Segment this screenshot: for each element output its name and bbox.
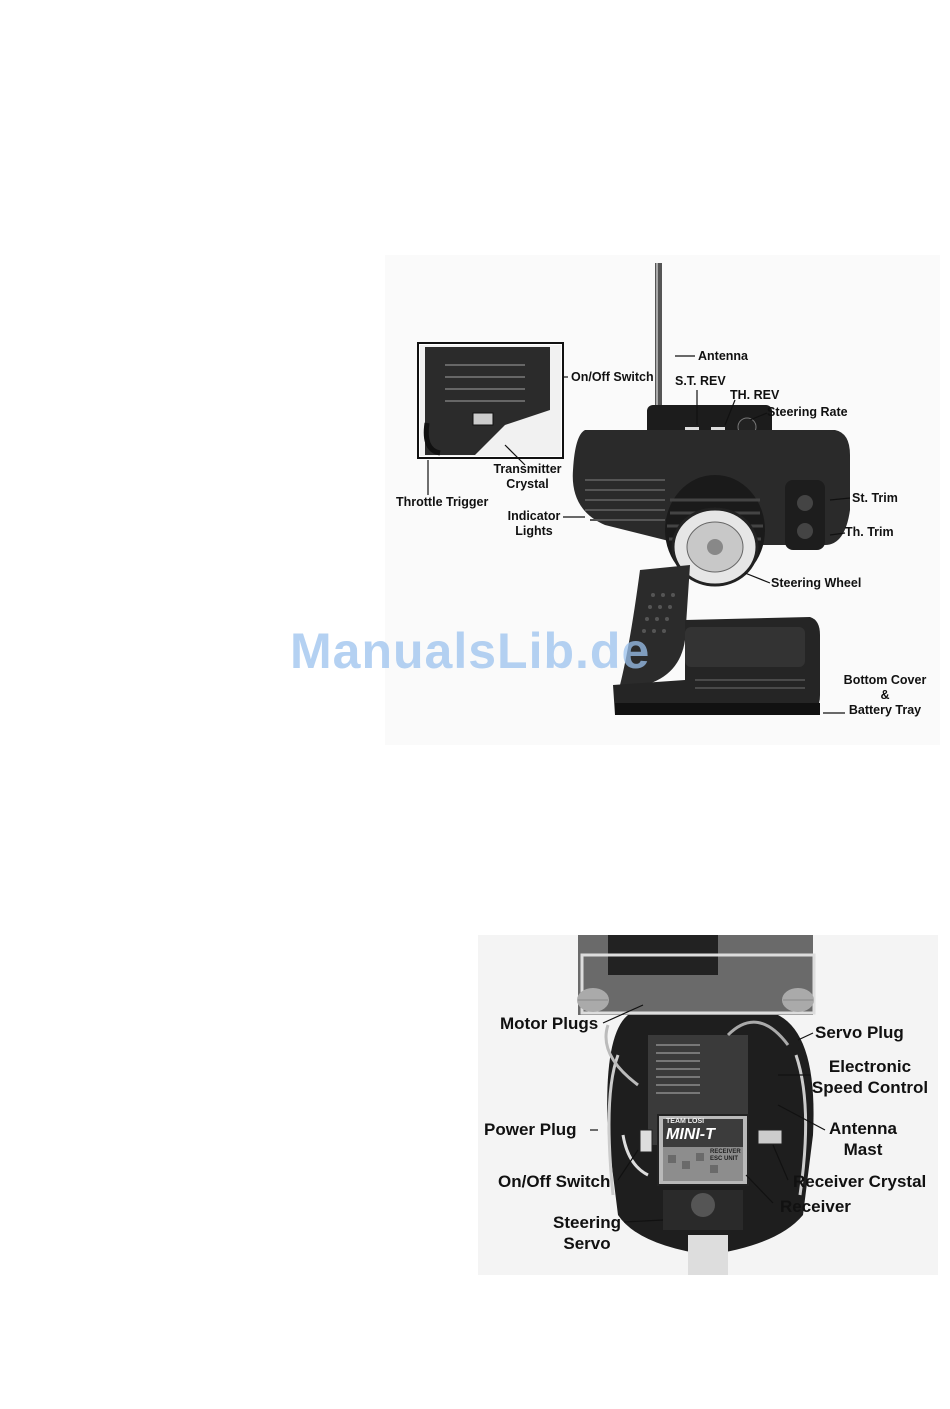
steering-wheel-label: Steering Wheel — [771, 576, 862, 590]
transmitter-crystal-label: Transmitter Crystal — [485, 462, 570, 492]
servo-plug-label: Servo Plug — [815, 1023, 904, 1042]
bottom-cover-line2: & — [880, 688, 890, 702]
antenna-mast-line2: Mast — [843, 1140, 883, 1159]
receiver-figure: Motor Plugs Servo Plug Electronic Speed … — [478, 935, 938, 1275]
power-plug-label: Power Plug — [484, 1120, 577, 1139]
watermark: ManualsLib.de — [290, 623, 651, 679]
antenna-mast-line1: Antenna — [829, 1119, 897, 1138]
transmitter-crystal-line2: Crystal — [506, 477, 549, 491]
on-off-switch-label: On/Off Switch — [571, 370, 654, 384]
esc-label: Electronic Speed Control — [808, 1056, 932, 1098]
th-rev-label: TH. REV — [730, 388, 780, 402]
st-rev-label: S.T. REV — [675, 374, 726, 388]
antenna-mast-label: Antenna Mast — [823, 1118, 903, 1160]
transmitter-figure: Antenna On/Off Switch S.T. REV TH. REV S… — [385, 255, 940, 745]
motor-plugs-label: Motor Plugs — [500, 1014, 599, 1033]
bottom-cover-line1: Bottom Cover — [843, 673, 927, 687]
on-off-switch-label-receiver: On/Off Switch — [498, 1172, 611, 1191]
antenna-label: Antenna — [698, 349, 748, 363]
esc-line1: Electronic — [828, 1057, 912, 1076]
board-model: MINI-T — [666, 1126, 715, 1143]
bottom-cover-label: Bottom Cover & Battery Tray — [840, 673, 930, 718]
indicator-lights-line2: Lights — [515, 524, 553, 538]
indicator-lights-label: Indicator Lights — [503, 509, 565, 539]
indicator-lights-line1: Indicator — [507, 509, 561, 523]
esc-line2: Speed Control — [811, 1078, 929, 1097]
transmitter-crystal-line1: Transmitter — [493, 462, 562, 476]
steering-servo-line2: Servo — [563, 1234, 611, 1253]
throttle-trigger-label: Throttle Trigger — [396, 495, 489, 509]
receiver-crystal-label: Receiver Crystal — [793, 1172, 927, 1191]
steering-servo-label: Steering Servo — [546, 1212, 628, 1254]
th-trim-label: Th. Trim — [845, 525, 894, 539]
st-trim-label: St. Trim — [852, 491, 898, 505]
transmitter-photo — [385, 255, 940, 745]
bottom-cover-line3: Battery Tray — [848, 703, 922, 717]
receiver-photo — [478, 935, 938, 1275]
receiver-label: Receiver — [780, 1197, 851, 1216]
board-brand: TEAM LOSI — [666, 1118, 705, 1125]
board-sub-line2: ESC UNIT — [710, 1156, 739, 1162]
steering-rate-label: Steering Rate — [767, 405, 848, 419]
board-sub-line1: RECEIVER — [710, 1149, 741, 1155]
steering-servo-line1: Steering — [552, 1213, 622, 1232]
